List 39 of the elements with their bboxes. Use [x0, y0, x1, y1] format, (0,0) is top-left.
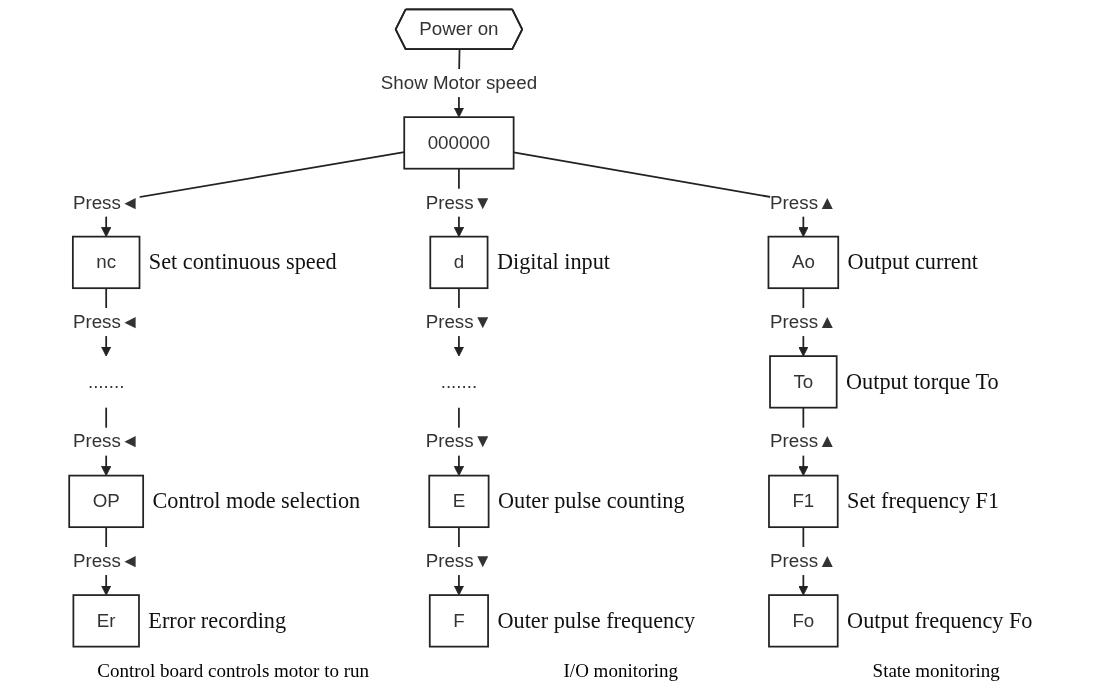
edge-label: Press▲ [770, 311, 837, 332]
column-caption: I/O monitoring [563, 660, 679, 682]
node-caption: Outer pulse counting [498, 488, 685, 514]
node-box: Ao [767, 235, 840, 290]
node-box: F [428, 594, 489, 648]
node-box: 000000 [403, 116, 515, 170]
node-caption: Set continuous speed [148, 249, 337, 275]
node-box: OP [68, 474, 145, 528]
edge-label: Press▼ [425, 192, 493, 213]
node-box: F1 [768, 474, 839, 528]
edge-label: Press◄ [72, 192, 140, 213]
node-caption: Output frequency Fo [847, 607, 1033, 633]
node-box: nc [71, 235, 141, 290]
node-box: Er [72, 594, 140, 648]
column-caption: Control board controls motor to run [97, 660, 370, 682]
node-box: Fo [768, 594, 839, 648]
node-text: ....... [87, 371, 125, 392]
node-text: ....... [440, 371, 478, 392]
node-caption: Output current [847, 249, 978, 275]
node-box: E [428, 474, 490, 528]
node-caption: Control mode selection [152, 488, 361, 514]
edge-label: Press▲ [770, 550, 837, 571]
node-caption: Error recording [148, 607, 287, 633]
node-box: To [769, 355, 838, 409]
edge-label: Press▼ [425, 550, 493, 571]
edge-label: Press▼ [425, 311, 493, 332]
edge-label: Show Motor speed [380, 72, 538, 93]
edge-label: Press▲ [770, 192, 837, 213]
edge-label: Press▲ [770, 431, 837, 451]
edge-label: Press◄ [72, 431, 140, 451]
edge-label: Press◄ [72, 311, 140, 332]
edge-label: Press▼ [425, 431, 493, 451]
node-caption: Outer pulse frequency [497, 607, 696, 633]
column-caption: State monitoring [872, 660, 1000, 682]
edge-label: Press◄ [72, 550, 140, 571]
node-caption: Output torque To [846, 368, 999, 394]
node-caption: Digital input [496, 249, 611, 275]
node-box: d [429, 235, 489, 290]
node-caption: Set frequency F1 [847, 488, 1000, 514]
